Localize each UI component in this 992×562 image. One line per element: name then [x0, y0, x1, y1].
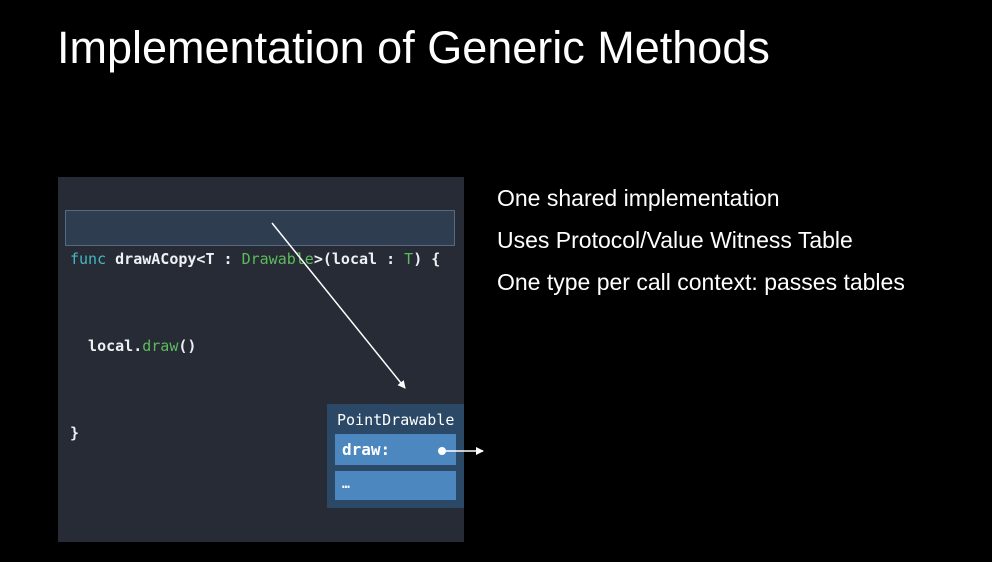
- code-token: T: [404, 250, 414, 268]
- code-token: draw: [142, 337, 179, 355]
- code-token: ) {: [413, 250, 441, 268]
- code-token: >(local :: [313, 250, 405, 268]
- witness-table-row-draw: draw:: [335, 434, 456, 465]
- code-token: local.: [70, 337, 143, 355]
- code-token: Drawable: [241, 250, 314, 268]
- bullet-item: One type per call context: passes tables: [497, 269, 905, 295]
- code-line: func drawACopy<T : Drawable>(local : T) …: [70, 245, 440, 274]
- code-line: }: [70, 419, 440, 448]
- witness-table-row-ellipsis: …: [335, 471, 456, 500]
- bullet-list: One shared implementation Uses Protocol/…: [497, 177, 905, 303]
- slide-title: Implementation of Generic Methods: [57, 22, 770, 73]
- witness-table: PointDrawable draw: …: [327, 404, 464, 508]
- code-line-highlighted: local.draw(): [70, 332, 440, 361]
- code-token: }: [70, 424, 80, 442]
- bullet-item: One shared implementation: [497, 185, 780, 211]
- code-line-blank: [70, 506, 440, 535]
- code-token: drawACopy<T :: [115, 250, 242, 268]
- witness-table-title: PointDrawable: [337, 411, 455, 429]
- code-token: (): [178, 337, 197, 355]
- code-token: func: [70, 250, 116, 268]
- bullet-item: Uses Protocol/Value Witness Table: [497, 227, 853, 253]
